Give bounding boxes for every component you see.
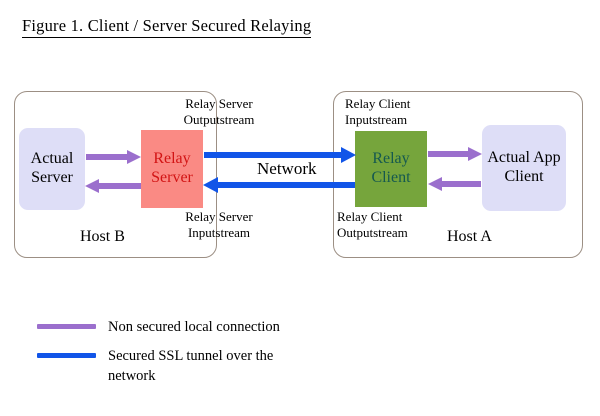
legend-label-non-secured-line1: Non secured local connection	[108, 319, 280, 335]
node-actual-server: Actual Server	[19, 128, 85, 210]
arrow-relay-server-to-actual-server	[85, 179, 141, 193]
legend-label-secured-ssl-line2: network	[108, 367, 156, 384]
host-b-label: Host B	[80, 228, 125, 245]
label-relay-client-outputstream: Relay Client Outputstream	[337, 209, 437, 241]
host-a-container	[333, 91, 583, 258]
arrow-actual-server-to-relay-server	[86, 150, 141, 164]
label-relay-server-outputstream: Relay Server Outputstream	[174, 96, 264, 128]
host-b-container	[14, 91, 217, 258]
label-relay-client-inputstream-line1: Relay Client	[345, 96, 411, 111]
arrow-relay-client-to-actual-app-client	[428, 147, 482, 161]
label-relay-server-outputstream-line1: Relay Server	[185, 96, 253, 111]
label-relay-client-inputstream-line2: Inputstream	[345, 111, 408, 127]
node-relay-server: Relay Server	[141, 130, 203, 208]
label-relay-client-inputstream: Relay Client Inputstream	[345, 96, 445, 128]
legend-swatch-secured-ssl	[37, 353, 96, 358]
node-actual-app-client: Actual App Client	[482, 125, 566, 211]
legend-swatch-non-secured	[37, 324, 96, 329]
arrow-relay-client-to-relay-server-network	[203, 177, 355, 193]
figure-title: Figure 1. Client / Server Secured Relayi…	[22, 16, 312, 38]
label-relay-client-outputstream-line2: Outputstream	[337, 224, 408, 240]
label-relay-server-inputstream-line2: Inputstream	[187, 224, 251, 240]
node-relay-server-line1: Relay	[153, 150, 191, 168]
legend-label-secured-ssl-line1: Secured SSL tunnel over the	[108, 348, 274, 364]
node-relay-client-line2: Client	[371, 169, 411, 186]
network-label: Network	[257, 159, 317, 178]
node-actual-server-line2: Server	[31, 169, 73, 186]
node-relay-client-line1: Relay	[372, 150, 410, 168]
host-a-label: Host A	[447, 228, 492, 245]
legend-label-secured-ssl: Secured SSL tunnel over the network	[108, 347, 323, 386]
node-actual-app-client-line1: Actual App	[487, 149, 561, 167]
node-actual-app-client-line2: Client	[504, 168, 544, 185]
label-relay-server-outputstream-line2: Outputstream	[183, 111, 255, 127]
figure-title-text: Figure 1. Client / Server Secured Relayi…	[22, 16, 312, 38]
arrow-actual-app-client-to-relay-client	[428, 177, 481, 191]
label-relay-client-outputstream-line1: Relay Client	[337, 209, 403, 224]
arrow-relay-server-to-relay-client-network	[204, 147, 356, 163]
label-relay-server-inputstream: Relay Server Inputstream	[174, 209, 264, 241]
legend-label-non-secured: Non secured local connection	[108, 318, 338, 338]
label-relay-server-inputstream-line1: Relay Server	[185, 209, 253, 224]
node-relay-client: Relay Client	[355, 131, 427, 207]
node-actual-server-line1: Actual	[30, 150, 74, 168]
node-relay-server-line2: Server	[151, 169, 193, 186]
